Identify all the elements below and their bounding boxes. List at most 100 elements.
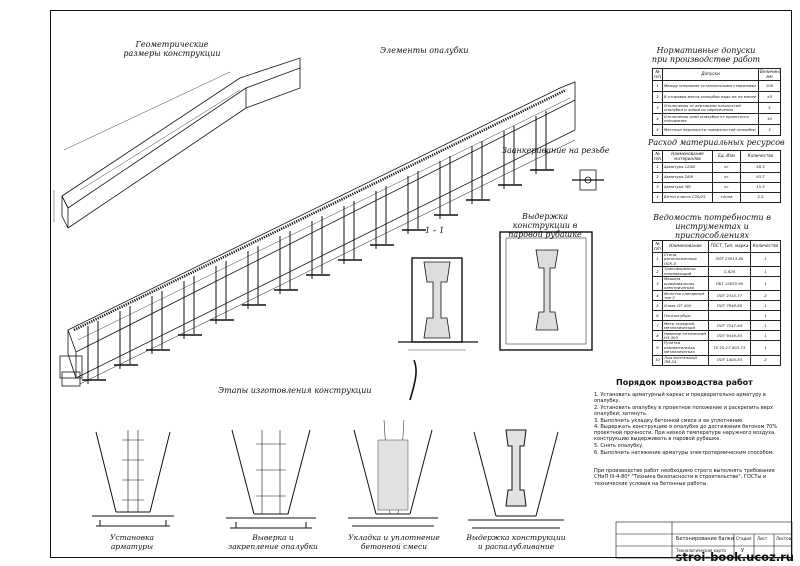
table-cell: Метр складной металлический — [662, 320, 709, 332]
table-cell: 3 — [652, 102, 663, 114]
stamp-stage-label: Стадия — [736, 536, 752, 541]
safety-note: При производстве работ необходимо строго… — [594, 468, 775, 487]
stage-2-formwork — [226, 429, 316, 529]
table-header: Количество — [740, 150, 781, 163]
table-cell: 6 — [652, 310, 663, 322]
table-header: Допуски — [662, 68, 759, 81]
table-cell: 15.3 — [740, 182, 781, 193]
table-cell: 9 — [652, 340, 663, 356]
table-cell: Бетон класса С20/25 — [662, 192, 713, 203]
table-header: Величина мм — [758, 68, 781, 81]
table-cell: 7 — [652, 320, 663, 332]
table-cell: 3 — [652, 276, 663, 292]
order-step: 3. Выполнить укладку бетонной смеси и ее… — [594, 417, 744, 424]
table-cell: 1 — [652, 251, 663, 268]
geometry-view — [53, 57, 301, 229]
order-step: 1. Установить арматурный каркас и предва… — [594, 392, 766, 405]
table-cell: 2 — [652, 172, 663, 183]
order-step: 6. Выполнить натяжение арматуры электрот… — [594, 449, 775, 456]
table-cell: ПБТ 12633-90 — [708, 276, 751, 292]
table-cell: 1 — [750, 276, 781, 292]
table-cell: С-620 — [708, 266, 751, 278]
stamp-stage-value: У — [741, 548, 745, 554]
table-cell: Отклонения от вертикали плоскостей опалу… — [662, 102, 759, 114]
stage-caption: Выверка и закрепление опалубки — [228, 533, 318, 551]
table-cell: ПОТ 2310-77 — [708, 290, 751, 302]
stamp-title: Бетонирование балки — [676, 536, 735, 542]
drawing-frame — [50, 10, 792, 558]
table-header: Наименование — [662, 240, 709, 253]
stage-4-demould — [468, 429, 564, 529]
table-header: Количество — [750, 240, 781, 253]
stamp-sheets-label: Листов — [776, 536, 791, 541]
formwork-posts — [82, 111, 554, 384]
table-cell: Арматура 2АIII — [662, 172, 713, 183]
table-cell: тонна — [712, 192, 741, 203]
table-cell: Местные неровности поверхностей опалубки — [662, 124, 759, 136]
table-cell: ПОТ 1405-83 — [708, 354, 751, 366]
table-cell: Арматура 3ВI — [662, 182, 713, 193]
table-cell: ПОТ 7247-84 — [708, 320, 751, 332]
table-cell: 58.3 — [740, 162, 781, 173]
table-cell: 4 — [652, 192, 663, 203]
stages-title: Этапы изготовления конструкции — [218, 386, 372, 395]
table-cell: 1 — [750, 300, 781, 312]
table-cell: 83.7 — [740, 172, 781, 183]
table-cell: 2 — [750, 354, 781, 366]
table-cell: Нивелир оптический Н3-303 — [662, 330, 709, 342]
table-header: Ед. Изм — [712, 150, 741, 163]
table-cell: 2 — [652, 266, 663, 278]
table-cell: 1 — [750, 251, 781, 268]
table-cell: В отправке места опалубки надо не на мен… — [662, 91, 759, 103]
order-step: 2. Установить опалубку в проектное полож… — [594, 404, 773, 417]
table-cell: 1 — [652, 162, 663, 173]
table-cell: кг — [712, 182, 741, 193]
stage-1-rebar — [92, 430, 174, 527]
table-cell: Рулетка измерительная металлическая — [662, 340, 709, 356]
order-step: 4. Выдержать конструкцию в опалубке до д… — [594, 424, 778, 443]
resources-table: № п/п Наименование материалов Ед. Изм Ко… — [652, 150, 781, 203]
table-cell — [708, 310, 751, 322]
table-cell: ±5 — [758, 91, 781, 103]
stamp-sheet-label: Лист — [757, 536, 768, 541]
table-cell: 3 — [758, 124, 781, 136]
order-step: 5. Снять опалубку. — [594, 443, 644, 450]
stamp-grid — [615, 521, 793, 559]
table-cell: кг — [712, 162, 741, 173]
tools-table: № п/п Наименование ГОСТ, Тип, марка Коли… — [652, 240, 781, 366]
table-cell: 3 — [652, 182, 663, 193]
table-cell: 1 — [652, 80, 663, 92]
table-header: № п/п — [652, 68, 663, 81]
table-cell: Стенд расположенный ПСК-5 — [662, 251, 709, 268]
table-cell: ПОТ 7948-80 — [708, 300, 751, 312]
table-cell: кг — [712, 172, 741, 183]
table-cell: Отклонения осей опалубки от проектного п… — [662, 113, 759, 125]
table-cell: 8 — [652, 330, 663, 342]
tools-title: Ведомость потребности в инструментах и п… — [653, 213, 771, 240]
table-header: № п/п — [652, 150, 663, 163]
table-cell: 2.5 — [740, 192, 781, 203]
table-cell: ТУ 25-17-003-73 — [708, 340, 751, 356]
table-cell: 1 — [750, 320, 781, 332]
anchoring-title: Заанкеривание на резьбе — [502, 146, 610, 155]
table-cell: 2 — [750, 290, 781, 302]
table-cell: Трансформатор понижающий — [662, 266, 709, 278]
table-cell: 5 — [652, 300, 663, 312]
steam-title: Выдержка конструкции в паровой рубашке — [508, 212, 582, 239]
table-cell: 4 — [652, 113, 663, 125]
tolerances-title: Нормативные допуски при производстве раб… — [651, 46, 761, 64]
table-cell: Арматура 12АIII — [662, 162, 713, 173]
table-cell: Плоскогубцы — [662, 310, 709, 322]
stage-caption: Выдержка конструкции и распалубливание — [466, 533, 566, 551]
table-header: ГОСТ, Тип, марка — [708, 240, 751, 253]
stamp-subtitle: Технологическая карта — [676, 548, 726, 553]
table-cell: 1 — [750, 266, 781, 278]
section-title: 1 – 1 — [425, 226, 445, 235]
section-1-1 — [398, 257, 478, 351]
table-cell: 10 — [652, 354, 663, 366]
table-cell: 1 — [750, 310, 781, 322]
table-header: № п/п — [652, 240, 663, 253]
table-cell: 5 — [652, 124, 663, 136]
